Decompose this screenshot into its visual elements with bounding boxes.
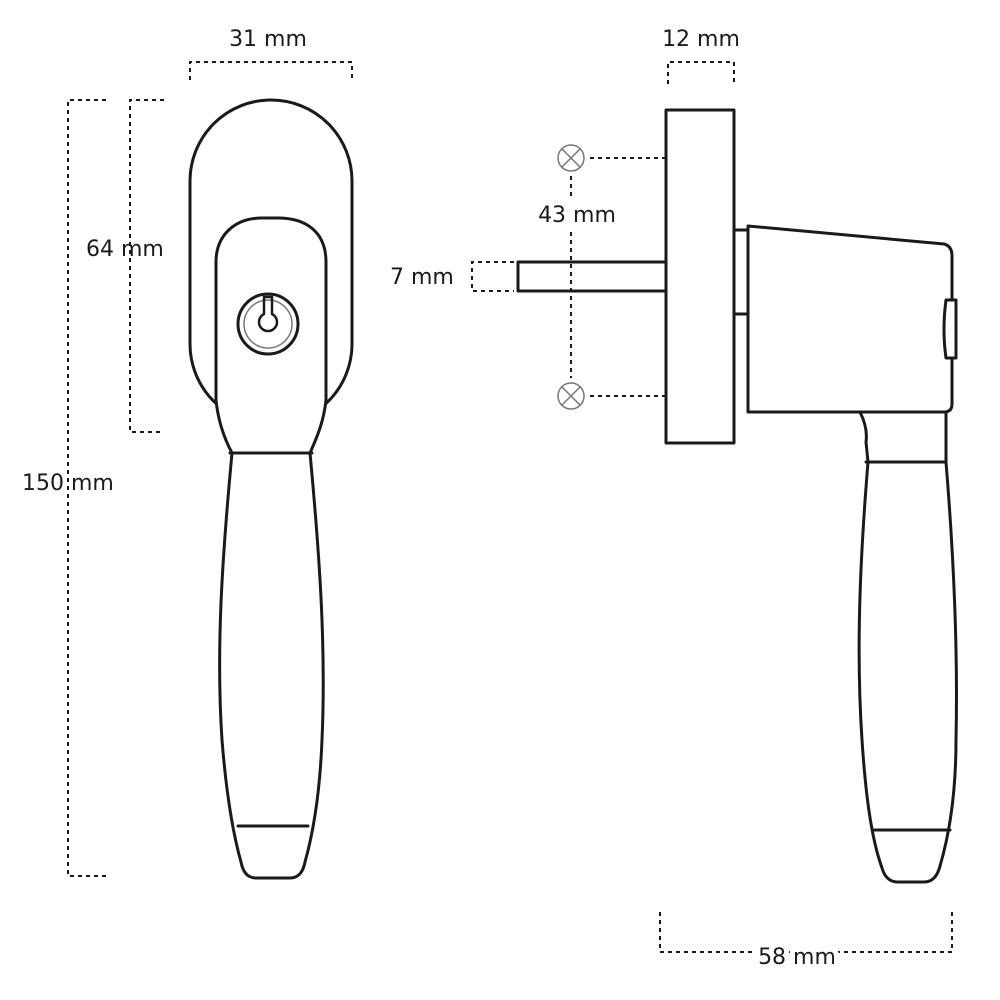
dim-line-projection bbox=[659, 912, 953, 953]
side-dimensions: 12 mm 43 mm 7 mm 58 mm bbox=[390, 27, 953, 975]
crossed-circle-icon bbox=[557, 144, 585, 172]
label-projection: 58 mm bbox=[758, 945, 836, 970]
side-lock-button bbox=[942, 298, 958, 360]
front-dimensions: 31 mm 64 mm 150 mm bbox=[22, 27, 353, 877]
dim-line-total-height bbox=[67, 99, 110, 877]
label-total-height: 150 mm bbox=[22, 471, 114, 496]
side-lever-neck bbox=[858, 410, 948, 464]
front-grip bbox=[218, 451, 325, 880]
side-spindle bbox=[516, 260, 668, 293]
label-front-width: 31 mm bbox=[229, 27, 307, 52]
dim-line-rosette-thickness bbox=[667, 61, 735, 84]
label-rosette-height: 64 mm bbox=[86, 237, 164, 262]
dim-line-rosette-height bbox=[129, 99, 164, 433]
crossed-circle-icon-lower bbox=[557, 382, 585, 410]
front-view bbox=[188, 98, 354, 880]
keyhole-icon bbox=[236, 292, 300, 356]
side-grip bbox=[857, 460, 959, 884]
side-collar bbox=[732, 228, 750, 316]
dim-line-spindle bbox=[471, 261, 514, 292]
side-rosette-plate bbox=[664, 108, 736, 445]
dim-line-front-width bbox=[189, 61, 353, 80]
front-key-housing bbox=[214, 216, 328, 455]
label-rosette-thickness: 12 mm bbox=[662, 27, 740, 52]
label-spindle-size: 7 mm bbox=[390, 265, 454, 290]
label-screw-spacing: 43 mm bbox=[538, 203, 616, 228]
side-lever-head bbox=[746, 224, 954, 414]
side-view bbox=[516, 108, 959, 884]
